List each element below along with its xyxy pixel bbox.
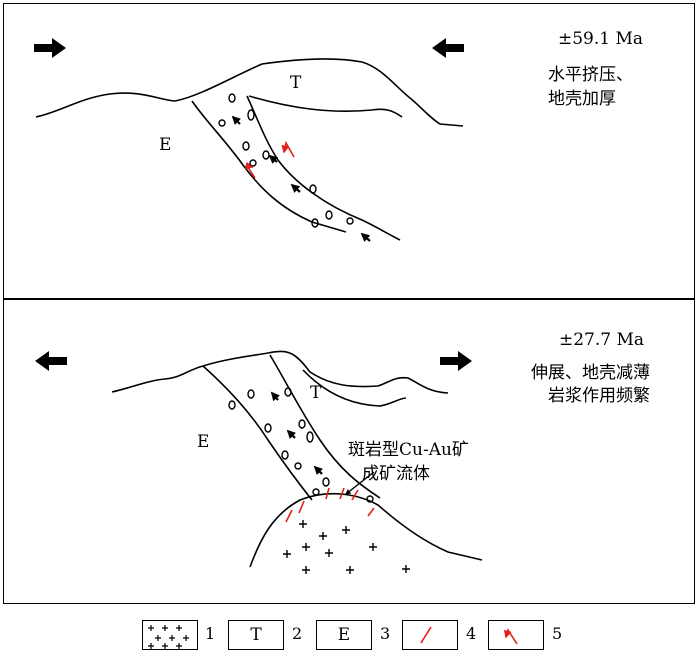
bottom-surface-line bbox=[111, 350, 449, 394]
legend-box-2: T bbox=[228, 620, 284, 650]
bottom-T-unit-boundary bbox=[302, 369, 407, 407]
bottom-flow-arrows bbox=[270, 391, 324, 476]
annotation-line2: 成矿流体 bbox=[362, 464, 430, 484]
top-desc-line2: 地壳加厚 bbox=[548, 89, 616, 109]
top-T-unit-boundary bbox=[248, 95, 403, 118]
legend-box-4 bbox=[402, 620, 458, 650]
top-red-shear-arrows bbox=[244, 140, 295, 179]
top-big-arrow-right bbox=[34, 38, 66, 58]
top-big-arrow-left bbox=[432, 38, 464, 58]
legend-letter-E: E bbox=[337, 625, 351, 645]
bottom-unit-E-label: E bbox=[197, 432, 210, 452]
legend-num-5: 5 bbox=[552, 624, 563, 643]
legend-num-3: 3 bbox=[380, 624, 391, 643]
bottom-age-label: ±27.7 Ma bbox=[559, 330, 645, 350]
legend-num-2: 2 bbox=[292, 624, 303, 643]
top-surface-line bbox=[35, 58, 464, 127]
bottom-unit-T-label: T bbox=[310, 383, 322, 403]
bottom-intrusion-dome bbox=[249, 492, 483, 568]
top-flow-arrows bbox=[231, 115, 371, 242]
top-conduit-right bbox=[246, 95, 401, 241]
bottom-red-veins bbox=[285, 487, 375, 523]
top-unit-E-label: E bbox=[159, 135, 172, 155]
bottom-desc-line1: 伸展、地壳减薄 bbox=[531, 363, 650, 383]
top-age-label: ±59.1 Ma bbox=[558, 29, 644, 49]
bottom-clasts bbox=[228, 387, 374, 503]
top-conduit-left bbox=[191, 100, 347, 233]
legend-num-4: 4 bbox=[466, 624, 477, 643]
bottom-desc-line2: 岩浆作用频繁 bbox=[548, 386, 650, 406]
legend-box-5 bbox=[488, 620, 544, 650]
top-unit-T-label: T bbox=[290, 73, 302, 93]
legend-red-line-symbol bbox=[420, 626, 432, 644]
panel-extension bbox=[3, 298, 695, 604]
legend-red-arrow-symbol bbox=[503, 628, 518, 645]
legend-num-1: 1 bbox=[205, 624, 216, 643]
bottom-conduit-right bbox=[269, 354, 381, 499]
legend-box-3: E bbox=[316, 620, 372, 650]
bottom-big-arrow-left bbox=[35, 351, 67, 371]
legend-box-1 bbox=[142, 620, 198, 650]
bottom-big-arrow-right bbox=[440, 351, 472, 371]
panel-compression bbox=[3, 3, 695, 300]
bottom-intrusion-crosses bbox=[283, 520, 410, 574]
annotation-line1: 斑岩型Cu-Au矿 bbox=[348, 440, 469, 460]
legend-crosses-symbol bbox=[148, 625, 189, 649]
bottom-conduit-left bbox=[202, 365, 313, 501]
annotation-leader-arrow bbox=[345, 471, 375, 495]
legend-letter-T: T bbox=[250, 625, 262, 645]
top-desc-line1: 水平挤压、 bbox=[548, 65, 633, 85]
